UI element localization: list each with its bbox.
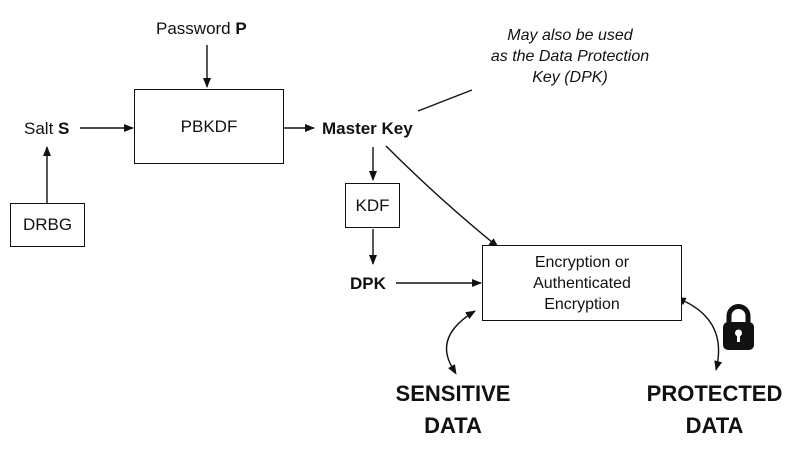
arrow-masterkey-to-encryption: [385, 145, 499, 248]
master-key-label: Master Key: [322, 119, 413, 138]
dpk-note-line: Key (DPK): [532, 69, 608, 86]
dpk-note-line: as the Data Protection: [490, 48, 650, 65]
encryption-label-line: Encryption: [544, 295, 620, 313]
encryption-box: Encryption or Authenticated Encryption: [482, 245, 682, 321]
encryption-label-line: Encryption or: [534, 253, 630, 271]
kdf-box: KDF: [345, 183, 400, 228]
note-pointer-line: [417, 89, 473, 112]
protected-data-label: PROTECTED DATA: [646, 381, 783, 438]
dpk-label: DPK: [350, 274, 386, 293]
encryption-label-line: Authenticated: [533, 274, 631, 292]
drbg-label: DRBG: [22, 215, 73, 234]
dpk-note-line: May also be used: [507, 27, 633, 44]
drbg-box: DRBG: [10, 203, 85, 247]
arrow-sensitive-encryption: [445, 310, 476, 375]
password-label: Password P: [156, 19, 247, 38]
kdf-label: KDF: [355, 195, 390, 215]
arrow-encryption-protected: [675, 297, 723, 371]
pbkdf-label: PBKDF: [180, 116, 238, 136]
sensitive-data-label: SENSITIVE DATA: [395, 381, 511, 438]
salt-label: Salt S: [24, 119, 70, 138]
pbkdf-box: PBKDF: [134, 89, 284, 164]
dpk-note: May also be used as the Data Protection …: [465, 25, 675, 88]
lock-icon: [723, 304, 754, 350]
